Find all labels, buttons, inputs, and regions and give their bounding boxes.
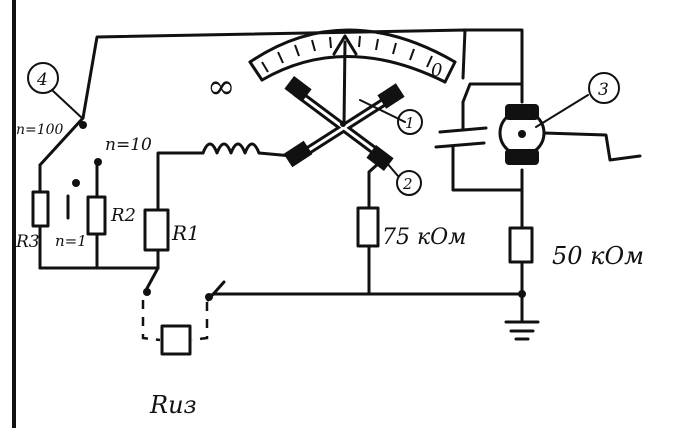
n100-label: n=100 xyxy=(16,122,64,138)
rx-label: Rиз xyxy=(149,391,197,419)
callouts xyxy=(27,62,620,196)
callout-1: 1 xyxy=(405,114,415,132)
resistors xyxy=(31,190,534,264)
r75-label: 75 кОм xyxy=(382,225,466,250)
motor xyxy=(498,94,589,165)
crossed-coils xyxy=(283,75,406,172)
r2-label: R2 xyxy=(110,205,136,226)
r1-label: R1 xyxy=(171,221,200,245)
meter-pointer xyxy=(332,34,358,127)
callout-4: 4 xyxy=(36,70,48,90)
infinity-label: ∞ xyxy=(207,67,235,107)
r3-label: R3 xyxy=(15,232,40,252)
meter-scale xyxy=(248,28,457,84)
wiring xyxy=(38,28,642,341)
callout-2: 2 xyxy=(402,175,413,193)
switch-contacts xyxy=(72,121,526,301)
n1-label: n=1 xyxy=(55,232,87,250)
r50-label: 50 кОм xyxy=(552,242,644,270)
rx-box xyxy=(141,300,209,356)
zero-label: 0 xyxy=(431,60,442,81)
n10-label: n=10 xyxy=(105,135,152,155)
callout-3: 3 xyxy=(598,80,609,100)
